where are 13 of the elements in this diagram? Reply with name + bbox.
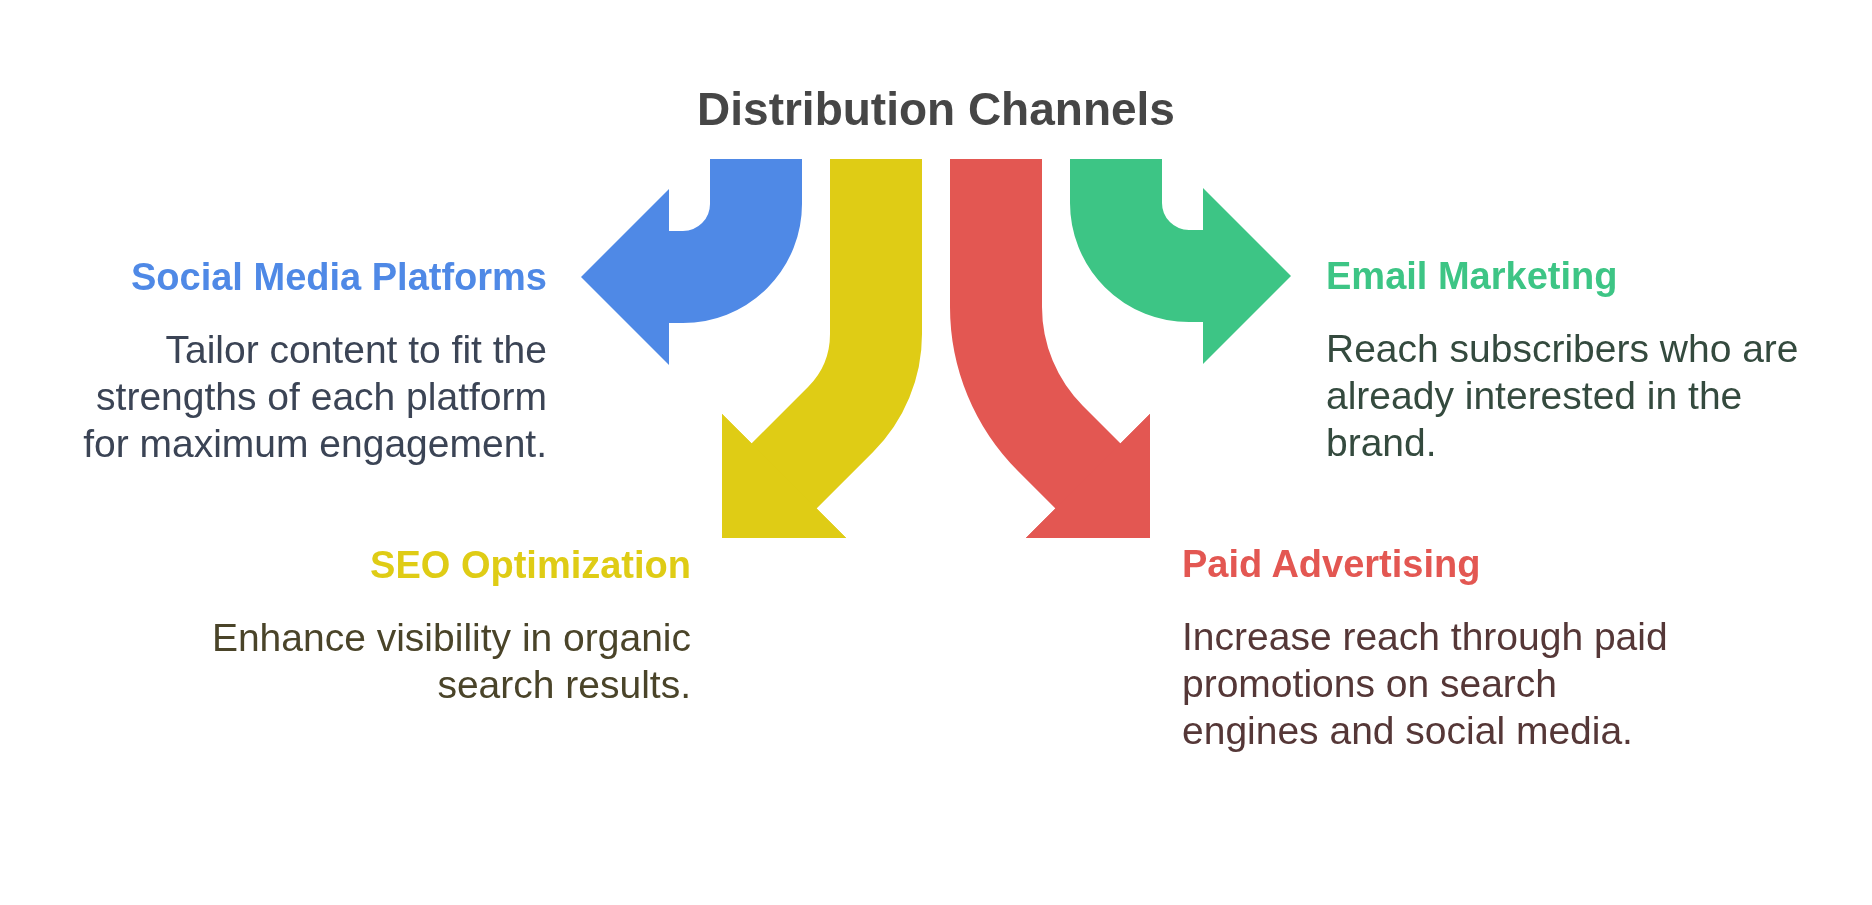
channel-heading: Email Marketing bbox=[1326, 254, 1618, 299]
channel-description: Reach subscribers who are already interested in the brand. bbox=[1326, 326, 1800, 466]
channel-heading: Social Media Platforms bbox=[131, 255, 547, 300]
curved-arrow bbox=[1070, 157, 1291, 364]
curved-arrow bbox=[950, 159, 1150, 538]
channel-description: Increase reach through paid promotions on search engines and social media. bbox=[1182, 614, 1669, 754]
diagram-title: Distribution Channels bbox=[697, 82, 1175, 136]
channel-description: Enhance visibility in organic search results. bbox=[210, 615, 691, 708]
curved-arrow bbox=[722, 159, 922, 538]
curved-arrow bbox=[581, 158, 802, 365]
channel-description: Tailor content to fit the strengths of each platform for maximum engagement. bbox=[82, 327, 547, 467]
channel-heading: SEO Optimization bbox=[370, 543, 691, 588]
channel-heading: Paid Advertising bbox=[1182, 542, 1481, 587]
